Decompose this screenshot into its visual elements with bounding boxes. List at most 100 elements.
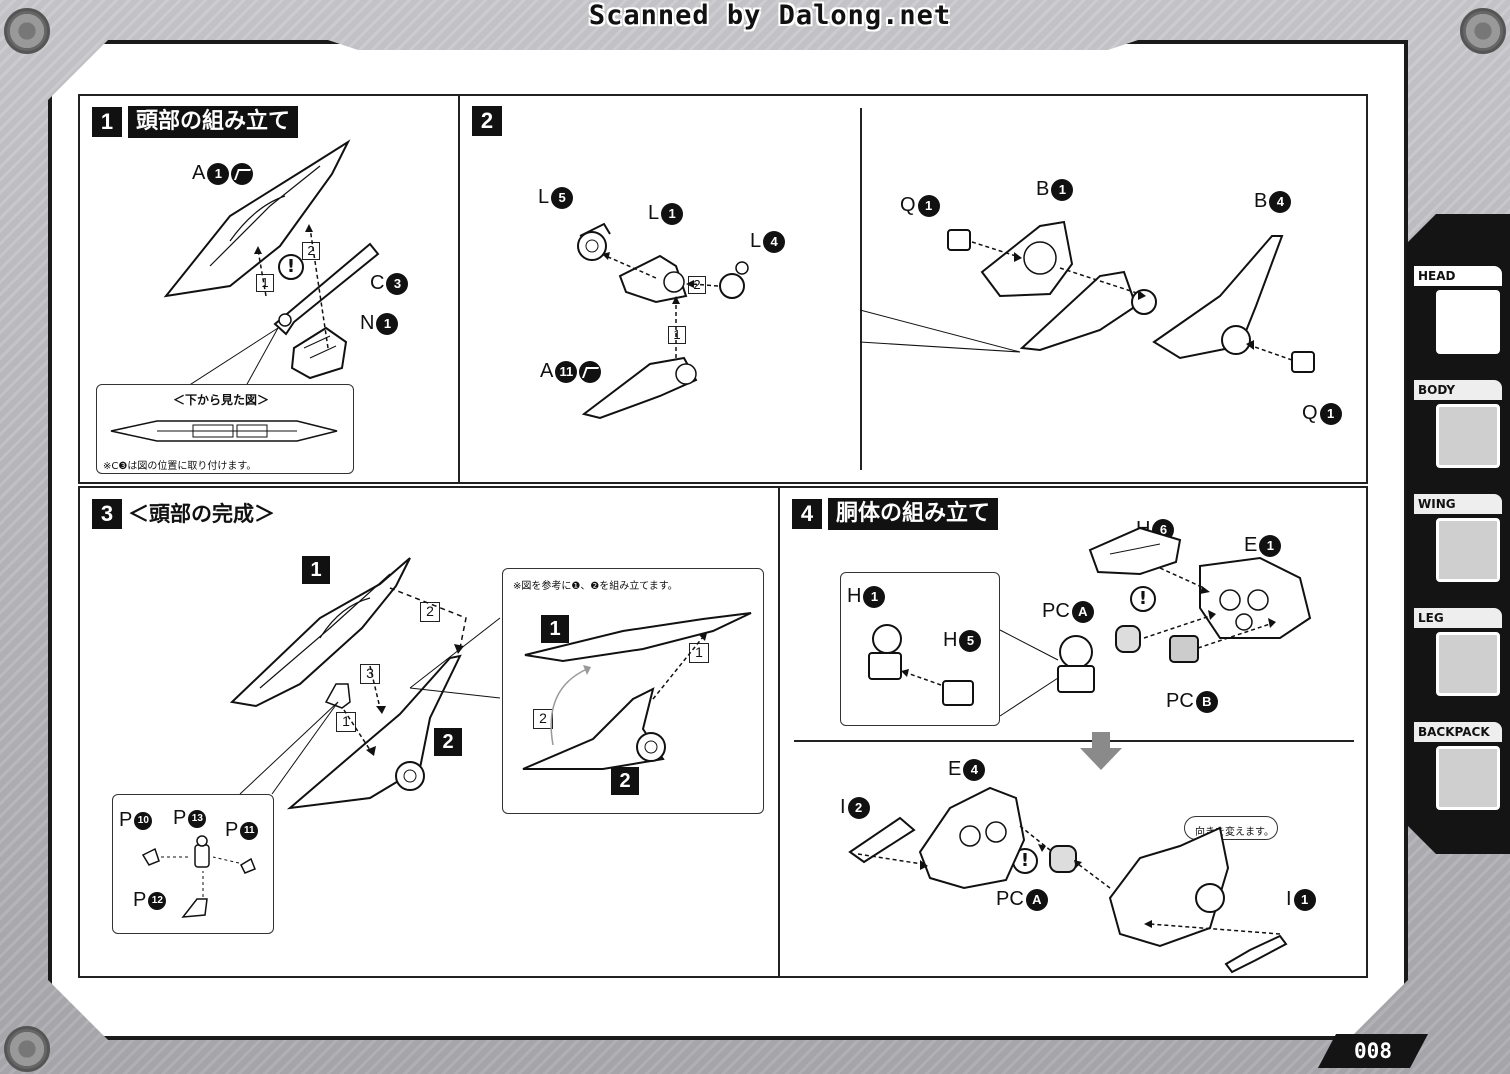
part-number: 2 bbox=[847, 796, 870, 819]
mounting-note: ※C❸は図の位置に取り付けます。 bbox=[103, 461, 257, 472]
part-label-h5: H 5 bbox=[943, 629, 982, 652]
part-label-i2: I 2 bbox=[840, 796, 870, 819]
step-title: 頭部の組み立て bbox=[128, 106, 299, 138]
part-letter: P bbox=[225, 819, 239, 841]
tab-leg[interactable]: LEG bbox=[1414, 608, 1506, 696]
part-label-a1: A 1 bbox=[192, 162, 254, 185]
part-label-h1: H 1 bbox=[847, 585, 886, 608]
step-number: 3 bbox=[92, 499, 122, 529]
part-letter: I bbox=[840, 796, 846, 818]
part-number: A bbox=[1071, 600, 1094, 623]
step-2-header: 2 bbox=[472, 106, 502, 136]
bottom-view-caption: ＜下から見た図＞ bbox=[173, 393, 270, 407]
part-label-n1: N 1 bbox=[360, 312, 399, 335]
torso-front-diagram bbox=[999, 526, 1312, 717]
part-label-c3: C 3 bbox=[370, 272, 409, 295]
part-letter: A bbox=[192, 162, 206, 184]
section-divider bbox=[794, 740, 1354, 742]
step-1-panel: 1 頭部の組み立て A 1 C 3 N 1 1 2 ! ＜下から見た図＞ bbox=[78, 94, 460, 484]
step-title: 胴体の組み立て bbox=[828, 498, 999, 530]
part-label-l1: L 1 bbox=[648, 202, 684, 225]
part-letter: PC bbox=[996, 888, 1024, 910]
step-2-panel: 2 L 5 L 1 L 4 A 11 2 1 Q bbox=[458, 94, 1368, 484]
part-number: 13 bbox=[188, 809, 207, 828]
part-label-p12: P 12 bbox=[133, 889, 167, 912]
part-letter: H bbox=[847, 585, 862, 607]
gear-icon bbox=[4, 1026, 50, 1072]
part-label-p13: P 13 bbox=[173, 807, 207, 830]
head-part-icon bbox=[1436, 290, 1500, 354]
leg-part-icon bbox=[1436, 632, 1500, 696]
part-number: 1 bbox=[863, 585, 886, 608]
part-number: 11 bbox=[240, 821, 259, 840]
gear-icon bbox=[4, 8, 50, 54]
sequence-marker: 2 bbox=[533, 709, 553, 729]
sequence-marker: 3 bbox=[360, 664, 380, 684]
tab-label: BACKPACK bbox=[1414, 722, 1502, 742]
part-label-l5: L 5 bbox=[538, 186, 574, 209]
caution-icon: ! bbox=[278, 254, 304, 280]
part-letter: H bbox=[943, 629, 958, 651]
part-letter: I bbox=[1286, 888, 1292, 910]
part-number: 5 bbox=[959, 629, 982, 652]
part-letter: C bbox=[370, 272, 385, 294]
part-label-a11: A 11 bbox=[540, 360, 602, 383]
step-number: 1 bbox=[92, 107, 122, 137]
head-detail-box: ※図を参考に❶、❷を組み立てます。 1 2 1 2 bbox=[502, 568, 764, 814]
tab-body[interactable]: BODY bbox=[1414, 380, 1506, 468]
head-completion-diagram bbox=[229, 557, 501, 810]
scan-watermark: Scanned by Dalong.net bbox=[588, 0, 952, 31]
detail-block-1: 1 bbox=[541, 615, 569, 643]
part-letter: B bbox=[1254, 190, 1268, 212]
part-number: 1 bbox=[207, 162, 230, 185]
callout-text: 向きを変えます。 bbox=[1195, 827, 1274, 838]
backpack-part-icon bbox=[1436, 746, 1500, 810]
part-label-q1: Q 1 bbox=[1302, 402, 1342, 425]
part-label-pcb: PC B bbox=[1166, 690, 1218, 713]
part-letter: PC bbox=[1166, 690, 1194, 712]
part-letter: Q bbox=[900, 194, 916, 216]
part-letter: P bbox=[173, 807, 187, 829]
tab-backpack[interactable]: BACKPACK bbox=[1414, 722, 1506, 810]
part-number: 1 bbox=[1051, 178, 1074, 201]
pilot-drawing bbox=[141, 835, 256, 918]
part-number: 1 bbox=[661, 202, 684, 225]
part-label-e4: E 4 bbox=[948, 758, 986, 781]
part-letter: PC bbox=[1042, 600, 1070, 622]
bottom-view-detail: ＜下から見た図＞ ※C❸は図の位置に取り付けます。 bbox=[96, 384, 354, 474]
cut-tool-icon bbox=[231, 162, 254, 185]
head-assembly-diagram bbox=[163, 139, 380, 387]
part-label-q1: Q 1 bbox=[900, 194, 940, 217]
tab-wing[interactable]: WING bbox=[1414, 494, 1506, 582]
part-letter: L bbox=[750, 230, 762, 252]
sensor-drawing bbox=[868, 624, 974, 706]
step-number: 2 bbox=[472, 106, 502, 136]
part-number: 1 bbox=[917, 194, 940, 217]
wing-part-icon bbox=[1436, 518, 1500, 582]
torso-rear-diagram bbox=[848, 786, 1288, 974]
part-label-e1: E 1 bbox=[1244, 534, 1282, 557]
cut-tool-icon bbox=[579, 360, 602, 383]
step-4-panel: 4 胴体の組み立て H 6 E 1 PC A PC B ! H 1 H 5 bbox=[778, 486, 1368, 978]
tab-head[interactable]: HEAD bbox=[1414, 266, 1506, 354]
part-number: 12 bbox=[148, 891, 167, 910]
tab-label: WING bbox=[1414, 494, 1502, 514]
tab-label: HEAD bbox=[1414, 266, 1502, 286]
part-letter: N bbox=[360, 312, 375, 334]
part-label-l4: L 4 bbox=[750, 230, 786, 253]
part-number: 1 bbox=[376, 312, 399, 335]
part-label-b4: B 4 bbox=[1254, 190, 1292, 213]
part-letter: E bbox=[1244, 534, 1258, 556]
callout-bubble: 向きを変えます。 bbox=[1184, 816, 1278, 840]
part-letter: B bbox=[1036, 178, 1050, 200]
part-number: 1 bbox=[1319, 402, 1342, 425]
next-step-arrow-icon bbox=[1080, 732, 1122, 770]
sequence-marker: 2 bbox=[302, 242, 320, 260]
sequence-marker: 1 bbox=[668, 326, 686, 344]
part-number: 1 bbox=[1259, 534, 1282, 557]
detail-drawing bbox=[522, 612, 752, 770]
part-letter: L bbox=[648, 202, 660, 224]
detail-block-2: 2 bbox=[611, 767, 639, 795]
step-title: ＜頭部の完成＞ bbox=[128, 502, 275, 526]
part-number: 3 bbox=[386, 272, 409, 295]
